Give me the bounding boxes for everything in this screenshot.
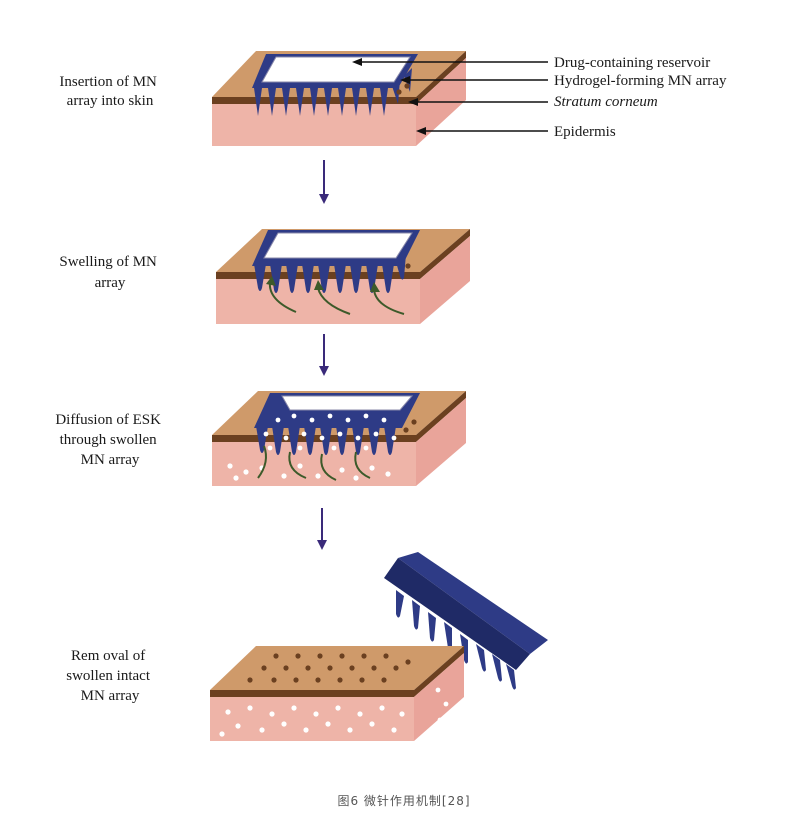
epidermis-front bbox=[210, 697, 414, 741]
surface-dot bbox=[404, 83, 410, 89]
step-3-mn-array bbox=[254, 393, 420, 455]
step-2-label: Swelling of MN array bbox=[59, 254, 160, 291]
epidermis-front bbox=[212, 442, 416, 486]
epidermis-side bbox=[414, 653, 464, 741]
callout-reservoir: Drug-containing reservoir bbox=[554, 55, 710, 71]
callout-stratum-corneum: Stratum corneum bbox=[554, 94, 658, 110]
surface-dot bbox=[411, 419, 417, 425]
callout-mn-array: Hydrogel-forming MN array bbox=[554, 73, 727, 89]
step-4-label: Rem oval of swollen intact MN array bbox=[66, 648, 153, 704]
callout-arrowhead bbox=[352, 58, 362, 66]
mn-needles-swollen bbox=[254, 254, 406, 293]
step-1-mn-array bbox=[252, 54, 418, 116]
flow-arrow bbox=[317, 508, 327, 550]
stratum-corneum-layer bbox=[216, 229, 470, 279]
step-4-skin-block bbox=[210, 646, 464, 741]
callout-arrowhead bbox=[400, 76, 410, 84]
surface-dot bbox=[396, 89, 402, 95]
swelling-swirl-arrows bbox=[268, 281, 405, 315]
step-2-mn-array bbox=[252, 230, 420, 293]
step-4-removed-mn-array bbox=[384, 552, 548, 690]
flow-arrow bbox=[319, 334, 329, 376]
epidermis-side bbox=[416, 398, 466, 486]
callout-arrowhead bbox=[416, 127, 426, 135]
diffusion-swirl-arrows bbox=[257, 445, 371, 481]
mn-needles-swollen bbox=[256, 426, 396, 455]
flow-arrow bbox=[319, 160, 329, 204]
diffused-drug-particles bbox=[219, 687, 449, 737]
step-1-label: Insertion of MN array into skin bbox=[59, 74, 160, 109]
mn-baseplate-tilted bbox=[398, 552, 548, 654]
swirl-heads bbox=[266, 276, 380, 292]
mn-baseplate-face bbox=[384, 558, 530, 670]
surface-dot bbox=[403, 427, 409, 433]
figure-caption: 图6 微针作用机制[28] bbox=[337, 793, 470, 808]
step-3-label: Diffusion of ESK through swollen MN arra… bbox=[55, 412, 164, 468]
puncture-holes bbox=[247, 653, 411, 683]
stratum-corneum-layer bbox=[212, 391, 466, 442]
drug-reservoir bbox=[261, 56, 411, 83]
mn-needles bbox=[254, 68, 412, 116]
callout-arrowhead bbox=[408, 98, 418, 106]
stratum-corneum-layer bbox=[212, 51, 466, 104]
callout-lines bbox=[352, 58, 548, 135]
surface-dot bbox=[405, 263, 411, 269]
drug-reservoir bbox=[263, 232, 413, 259]
stratum-corneum-layer bbox=[210, 646, 464, 697]
drug-reservoir-depleted bbox=[281, 395, 414, 411]
drug-particles bbox=[227, 413, 397, 481]
epidermis-side bbox=[420, 236, 470, 324]
callout-epidermis: Epidermis bbox=[554, 124, 616, 140]
